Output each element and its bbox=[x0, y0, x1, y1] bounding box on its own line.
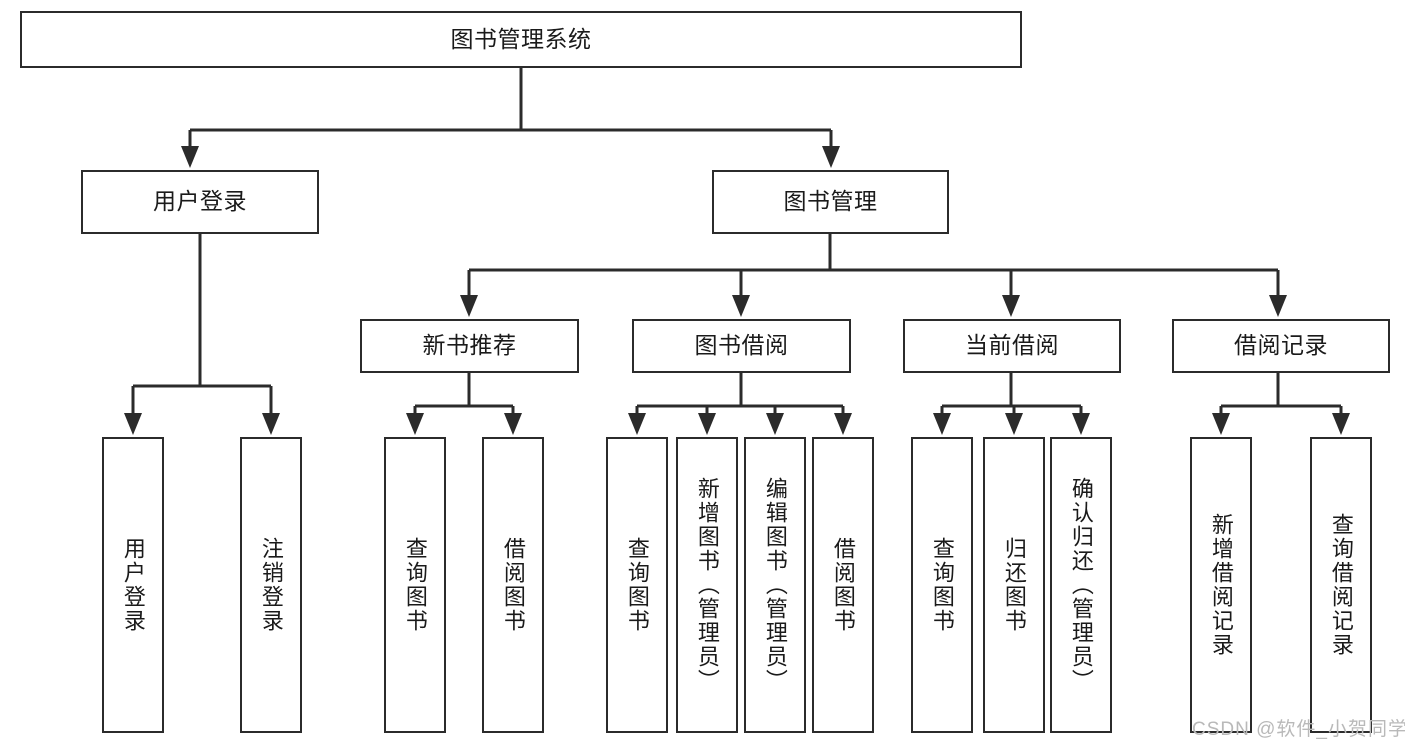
arrowhead bbox=[1072, 413, 1090, 435]
node-label: 查询图书 bbox=[624, 537, 650, 633]
node-label: 查询图书 bbox=[929, 537, 955, 633]
node-leaf-borrow-books-recommend[interactable]: 借阅图书 bbox=[482, 437, 544, 733]
csdn-watermark: CSDN @软件_小贺同学 bbox=[1192, 719, 1405, 740]
arrowhead bbox=[1002, 295, 1020, 317]
node-user-login[interactable]: 用户登录 bbox=[81, 170, 319, 234]
node-borrow-record[interactable]: 借阅记录 bbox=[1172, 319, 1390, 373]
node-leaf-borrow-books[interactable]: 借阅图书 bbox=[812, 437, 874, 733]
node-leaf-edit-book-admin[interactable]: 编辑图书（管理员） bbox=[744, 437, 806, 733]
arrowhead bbox=[181, 146, 199, 168]
node-label: 编辑图书（管理员） bbox=[762, 477, 788, 693]
arrowhead bbox=[460, 295, 478, 317]
arrowhead bbox=[124, 413, 142, 435]
node-book-borrow[interactable]: 图书借阅 bbox=[632, 319, 851, 373]
node-label: 新增图书（管理员） bbox=[694, 477, 720, 693]
node-book-management[interactable]: 图书管理 bbox=[712, 170, 949, 234]
node-leaf-query-books-borrow[interactable]: 查询图书 bbox=[606, 437, 668, 733]
node-label: 确认归还（管理员） bbox=[1068, 477, 1094, 693]
node-new-book-recommend[interactable]: 新书推荐 bbox=[360, 319, 579, 373]
node-leaf-add-book-admin[interactable]: 新增图书（管理员） bbox=[676, 437, 738, 733]
node-leaf-query-borrow-record[interactable]: 查询借阅记录 bbox=[1310, 437, 1372, 733]
arrowhead bbox=[1005, 413, 1023, 435]
arrowhead bbox=[834, 413, 852, 435]
node-leaf-logout-login[interactable]: 注销登录 bbox=[240, 437, 302, 733]
arrowhead bbox=[628, 413, 646, 435]
arrowhead bbox=[262, 413, 280, 435]
node-leaf-query-books-recommend[interactable]: 查询图书 bbox=[384, 437, 446, 733]
arrowhead bbox=[1269, 295, 1287, 317]
node-leaf-add-borrow-record[interactable]: 新增借阅记录 bbox=[1190, 437, 1252, 733]
node-label: 当前借阅 bbox=[965, 332, 1059, 359]
node-label: 借阅图书 bbox=[830, 537, 856, 633]
node-label: 图书管理系统 bbox=[450, 25, 592, 52]
node-label: 用户登录 bbox=[153, 188, 247, 215]
node-book-management-system[interactable]: 图书管理系统 bbox=[20, 11, 1022, 68]
arrowhead bbox=[822, 146, 840, 168]
node-label: 归还图书 bbox=[1001, 537, 1027, 633]
node-label: 新增借阅记录 bbox=[1208, 513, 1234, 657]
node-current-borrow[interactable]: 当前借阅 bbox=[903, 319, 1121, 373]
node-label: 图书借阅 bbox=[694, 332, 789, 359]
node-label: 用户登录 bbox=[120, 537, 146, 633]
node-label: 借阅图书 bbox=[500, 537, 526, 633]
node-label: 注销登录 bbox=[258, 537, 284, 633]
node-label: 查询借阅记录 bbox=[1328, 513, 1354, 657]
node-leaf-query-books-current[interactable]: 查询图书 bbox=[911, 437, 973, 733]
arrowhead bbox=[406, 413, 424, 435]
node-label: 图书管理 bbox=[783, 188, 878, 215]
node-leaf-user-login[interactable]: 用户登录 bbox=[102, 437, 164, 733]
node-label: 新书推荐 bbox=[422, 332, 517, 359]
arrowhead bbox=[766, 413, 784, 435]
node-label: 借阅记录 bbox=[1234, 332, 1328, 359]
arrowhead bbox=[504, 413, 522, 435]
node-label: 查询图书 bbox=[402, 537, 428, 633]
node-leaf-return-books[interactable]: 归还图书 bbox=[983, 437, 1045, 733]
arrowhead bbox=[1332, 413, 1350, 435]
arrowhead bbox=[698, 413, 716, 435]
arrowhead bbox=[1212, 413, 1230, 435]
node-leaf-confirm-return-admin[interactable]: 确认归还（管理员） bbox=[1050, 437, 1112, 733]
arrowhead bbox=[732, 295, 750, 317]
arrowhead bbox=[933, 413, 951, 435]
